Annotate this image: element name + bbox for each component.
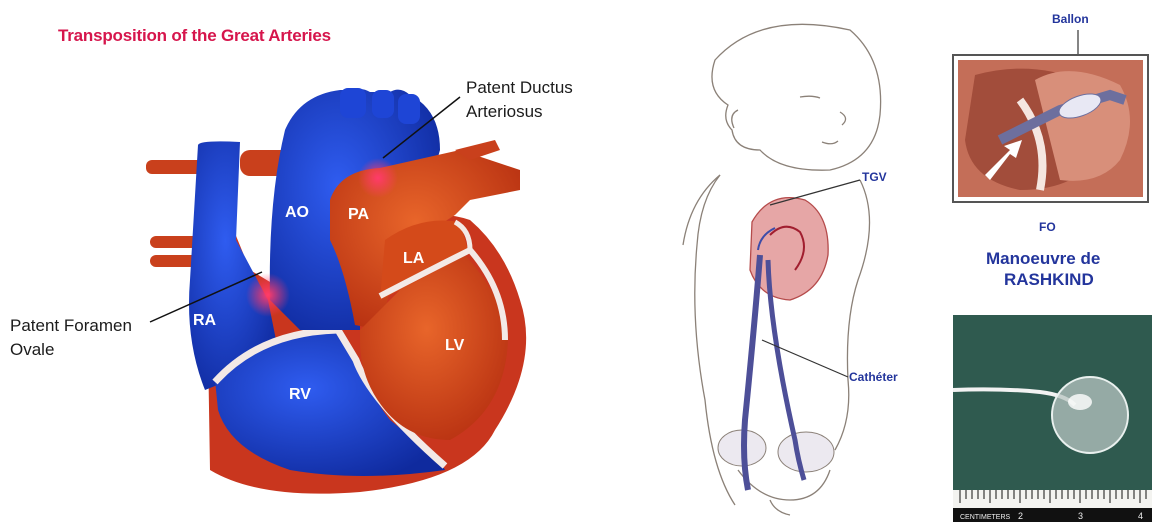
ruler-num-3: 3 xyxy=(1078,511,1083,521)
catheter-callout-line xyxy=(762,340,848,377)
manoeuvre-label-line2: RASHKIND xyxy=(1004,270,1094,290)
ruler-brand: CENTIMETERS xyxy=(960,514,1011,521)
fo-label: FO xyxy=(1039,220,1056,234)
tgv-label: TGV xyxy=(862,170,887,184)
chamber-label-pa: PA xyxy=(348,206,369,224)
ductus-label-line2: Arteriosus xyxy=(466,100,543,123)
catheter-label: Cathéter xyxy=(849,370,898,384)
foramen-label-line2: Ovale xyxy=(10,338,54,361)
infant-heart xyxy=(750,198,828,300)
ballon-label: Ballon xyxy=(1052,12,1089,26)
ductus-label-line1: Patent Ductus xyxy=(466,76,573,99)
balloon-photo xyxy=(953,315,1152,522)
manoeuvre-label-line1: Manoeuvre de xyxy=(986,249,1100,269)
tgv-callout-line xyxy=(770,180,860,205)
foramen-label-line1: Patent Foramen xyxy=(10,314,132,337)
ruler-num-2: 2 xyxy=(1018,511,1023,521)
ruler-num-4: 4 xyxy=(1138,511,1143,521)
chamber-label-ao: AO xyxy=(285,204,309,222)
chamber-label-la: LA xyxy=(403,250,424,268)
diaper-right xyxy=(778,432,834,472)
rashkind-inset xyxy=(953,55,1148,202)
chamber-label-rv: RV xyxy=(289,386,311,404)
ductus-shunt-glow xyxy=(358,158,398,198)
chamber-label-ra: RA xyxy=(193,312,216,330)
chamber-label-lv: LV xyxy=(445,337,464,355)
foramen-shunt-glow xyxy=(246,273,290,317)
